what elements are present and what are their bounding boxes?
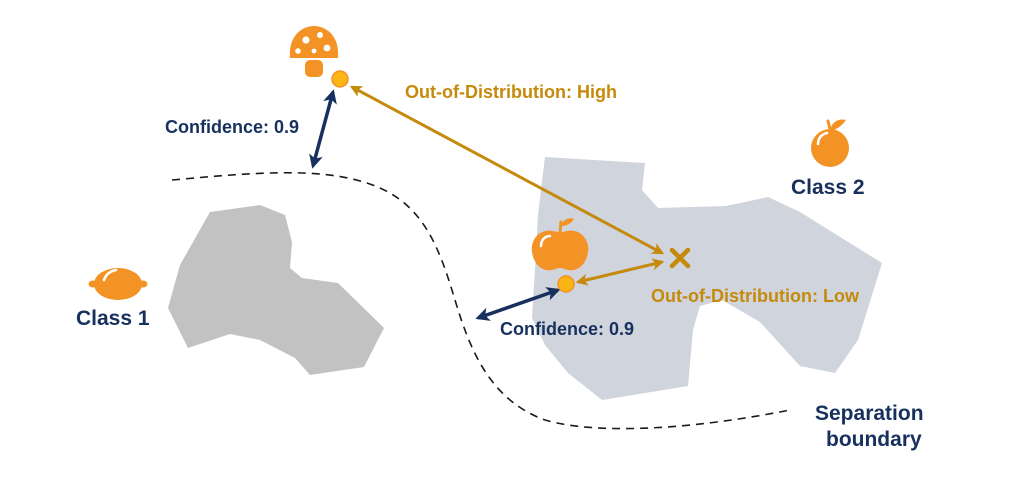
ood-low-label: Out-of-Distribution: Low bbox=[651, 286, 859, 306]
ood-high-arrow bbox=[349, 85, 665, 255]
ood-high-label: Out-of-Distribution: High bbox=[405, 82, 617, 102]
confidence-label-bottom: Confidence: 0.9 bbox=[500, 319, 635, 339]
lemon-icon bbox=[88, 268, 148, 300]
orange-icon bbox=[811, 119, 849, 167]
class2-label: Class 2 bbox=[791, 176, 865, 199]
separation-boundary-label-line2: boundary bbox=[826, 428, 922, 451]
separation-boundary-label-line1: Separation bbox=[815, 402, 924, 425]
apple-icon bbox=[531, 218, 589, 271]
class1-region bbox=[168, 205, 384, 375]
confidence-arrow-bottom bbox=[475, 287, 561, 321]
outlier-sample-dot bbox=[331, 70, 349, 88]
ood-low-arrow bbox=[575, 258, 665, 286]
class1-label: Class 1 bbox=[76, 307, 150, 330]
confidence-label-top: Confidence: 0.9 bbox=[165, 117, 300, 137]
mushroom-icon bbox=[289, 26, 339, 77]
near-sample-dot bbox=[557, 275, 575, 293]
x-mark-icon bbox=[669, 247, 691, 269]
confidence-arrow-top bbox=[309, 89, 337, 169]
